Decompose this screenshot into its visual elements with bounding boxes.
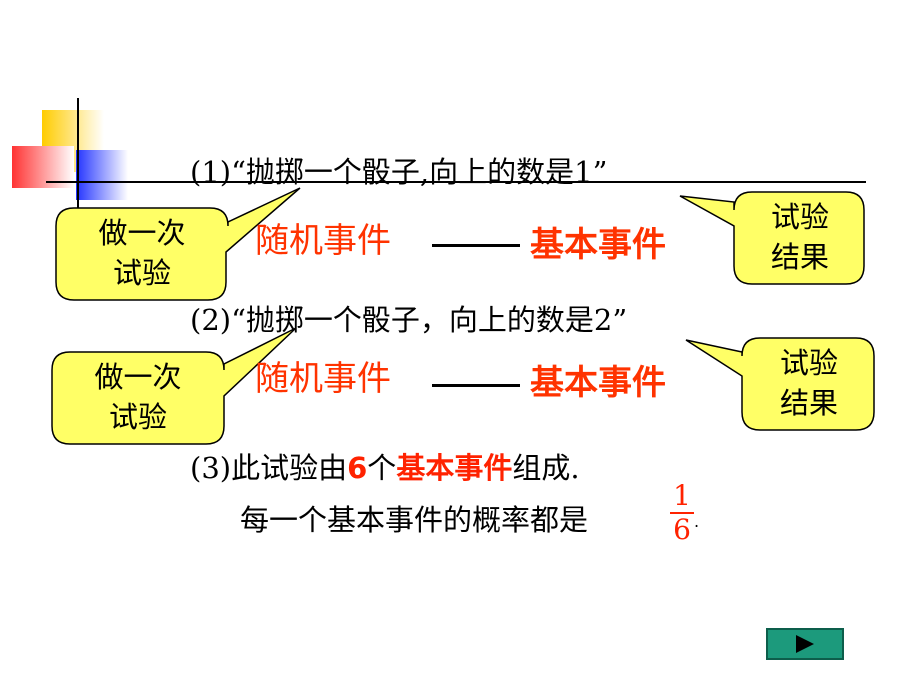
- statement-1-prefix: (1): [190, 155, 232, 189]
- callout-right-1-shape: [679, 191, 865, 285]
- callouts-layer: [51, 187, 875, 445]
- statement-2: (2)“抛掷一个骰子，向上的数是2”: [190, 306, 627, 335]
- callout-left-1-line2: 试验: [112, 256, 171, 290]
- fraction-bar: [670, 512, 694, 514]
- callout-right-2-line1: 试验: [779, 346, 838, 380]
- basic-event-1: 基本事件: [530, 225, 666, 265]
- callout-right-2-shape: [685, 337, 875, 431]
- callout-right-1-line2: 结果: [770, 240, 829, 274]
- statement-3: (3)此试验由6个基本事件组成.: [190, 454, 580, 483]
- statement-2-prefix: (2): [190, 303, 232, 337]
- fraction: 1 6: [668, 482, 696, 544]
- statement-3-basic-event: 基本事件: [396, 451, 513, 485]
- callout-left-2: 做一次 试验: [54, 356, 222, 438]
- statement-3-prefix: (3): [190, 451, 232, 485]
- statement-1: (1)“抛掷一个骰子,向上的数是1”: [190, 158, 607, 187]
- statement-1-text: “抛掷一个骰子,向上的数是1”: [231, 155, 608, 189]
- callout-left-1: 做一次 试验: [58, 212, 226, 294]
- random-event-2: 随机事件: [255, 359, 391, 399]
- callout-left-2-shape: [51, 327, 297, 445]
- callout-left-1-shape: [55, 187, 301, 301]
- statement-4-end: .: [694, 512, 700, 531]
- dash-1: [432, 244, 520, 247]
- statement-3-d: 组成.: [512, 451, 580, 485]
- callout-left-1-line1: 做一次: [98, 216, 186, 250]
- fraction-denominator: 6: [673, 513, 691, 546]
- next-slide-button[interactable]: [766, 628, 844, 660]
- callout-right-1: 试验 结果: [736, 196, 864, 278]
- statement-3-b: 个: [367, 451, 397, 485]
- statement-3-a: 此试验由: [231, 451, 348, 485]
- statement-4-text: 每一个基本事件的概率都是: [240, 503, 589, 537]
- callout-left-2-line2: 试验: [108, 400, 167, 434]
- corner-decoration: [12, 98, 866, 230]
- callout-right-2: 试验 结果: [744, 342, 874, 424]
- play-right-icon: [796, 635, 814, 653]
- statement-4: 每一个基本事件的概率都是: [240, 506, 588, 535]
- basic-event-2: 基本事件: [530, 363, 666, 403]
- dash-2: [432, 384, 520, 387]
- random-event-1: 随机事件: [255, 221, 391, 261]
- fraction-numerator: 1: [673, 479, 691, 512]
- callout-right-2-line2: 结果: [779, 386, 838, 420]
- statement-2-text: “抛掷一个骰子，向上的数是2”: [231, 303, 628, 337]
- statement-3-count: 6: [347, 451, 368, 485]
- callout-right-1-line1: 试验: [770, 200, 829, 234]
- callout-left-2-line1: 做一次: [94, 360, 182, 394]
